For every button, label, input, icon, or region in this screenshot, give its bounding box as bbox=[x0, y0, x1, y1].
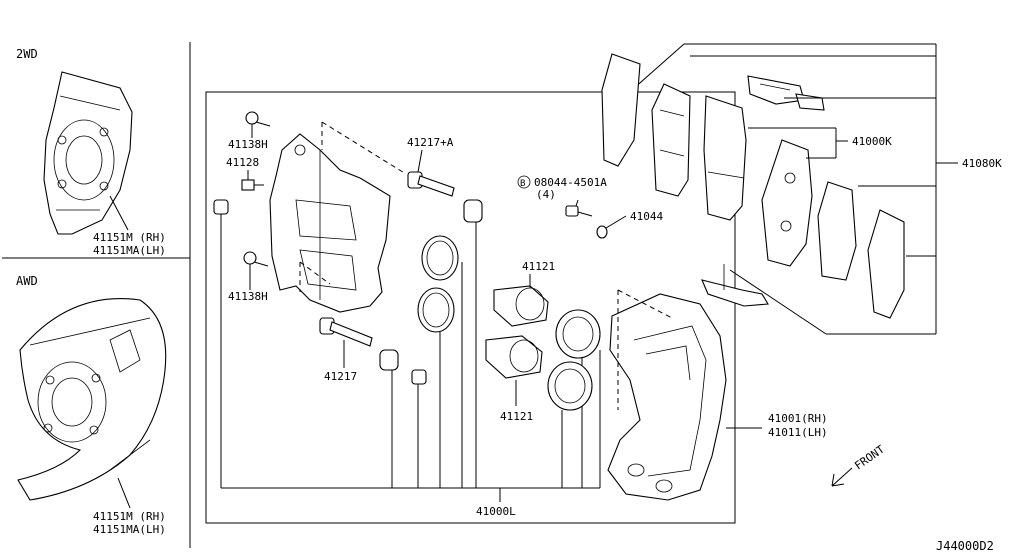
front-arrow-icon bbox=[831, 467, 853, 487]
leader-pin-a bbox=[417, 149, 423, 173]
label-piston-bottom: 41121 bbox=[500, 410, 533, 423]
piston-41121-top[interactable] bbox=[493, 285, 549, 327]
dust-shield-2wd[interactable] bbox=[43, 71, 133, 235]
dust-shield-awd[interactable] bbox=[17, 298, 167, 501]
label-bleeder: 41128 bbox=[226, 156, 259, 169]
label-awd-shield-rh: 41151M (RH) bbox=[93, 510, 166, 523]
layout-frames bbox=[2, 42, 736, 548]
section-label-2wd: 2WD bbox=[16, 47, 38, 61]
bracket-guide-dash-2 bbox=[299, 261, 331, 292]
diagram-code: J44000D2 bbox=[936, 539, 994, 553]
caliper-bracket[interactable] bbox=[269, 133, 391, 313]
guide-pin-41217-a[interactable] bbox=[407, 171, 455, 197]
pad-outer[interactable] bbox=[761, 139, 813, 267]
label-pad-set: 41000K bbox=[852, 135, 892, 148]
spec-bolt-marker: B bbox=[517, 175, 531, 189]
leader-2wd-shield bbox=[109, 195, 129, 231]
shim-outer-2[interactable] bbox=[867, 209, 905, 319]
caliper-body[interactable] bbox=[607, 293, 727, 501]
dust-boot-upper[interactable] bbox=[555, 309, 601, 359]
pad-inner[interactable] bbox=[703, 95, 747, 221]
kit-frame-top bbox=[631, 43, 685, 91]
label-bolt-spec: 08044-4501A bbox=[534, 176, 607, 189]
label-piston-top: 41121 bbox=[522, 260, 555, 273]
leader-bolt-spec bbox=[575, 199, 579, 207]
cap-part[interactable] bbox=[213, 199, 229, 215]
label-bolt-qty: (4) bbox=[536, 188, 556, 201]
label-awd-shield-lh: 41151MA(LH) bbox=[93, 523, 166, 536]
label-caliper-assy: 41000L bbox=[476, 505, 516, 518]
washer-41044[interactable] bbox=[596, 225, 608, 239]
shim-outer-1[interactable] bbox=[601, 53, 641, 167]
label-pin-a: 41217+A bbox=[407, 136, 454, 149]
label-pin: 41217 bbox=[324, 370, 357, 383]
section-label-awd: AWD bbox=[16, 274, 38, 288]
label-caliper-lh: 41011(LH) bbox=[768, 426, 828, 439]
label-bolt-lower: 41138H bbox=[228, 290, 268, 303]
boot-lower[interactable] bbox=[379, 349, 399, 371]
piston-seal-upper[interactable] bbox=[421, 235, 459, 281]
caliper-guide-dash bbox=[617, 289, 673, 410]
boot-top[interactable] bbox=[463, 199, 483, 223]
kit-frame-diag bbox=[729, 269, 827, 335]
pad-clip-top[interactable] bbox=[747, 75, 805, 105]
label-pad-kit: 41080K bbox=[962, 157, 1002, 170]
pad-spring-top[interactable] bbox=[795, 93, 825, 111]
guide-pin-41217[interactable] bbox=[319, 317, 373, 347]
leader-awd-shield bbox=[117, 477, 131, 509]
label-bolt-top: 41138H bbox=[228, 138, 268, 151]
sleeve[interactable] bbox=[411, 369, 427, 385]
shim-inner-1[interactable] bbox=[651, 83, 691, 197]
label-caliper-rh: 41001(RH) bbox=[768, 412, 828, 425]
dust-boot-lower[interactable] bbox=[547, 361, 593, 411]
bleeder-41128[interactable] bbox=[241, 179, 264, 191]
bolt-spec-marker-letter: B bbox=[520, 179, 525, 189]
label-washer: 41044 bbox=[630, 210, 663, 223]
spec-bolt[interactable] bbox=[565, 205, 593, 217]
pad-clip-bottom[interactable] bbox=[701, 264, 769, 307]
piston-seal-lower[interactable] bbox=[417, 287, 455, 333]
label-front: FRONT bbox=[852, 443, 887, 473]
bolt-41138h-lower[interactable] bbox=[243, 251, 269, 267]
label-2wd-shield-rh: 41151M (RH) bbox=[93, 231, 166, 244]
label-2wd-shield-lh: 41151MA(LH) bbox=[93, 244, 166, 257]
bracket-guide-dash-1 bbox=[321, 121, 407, 175]
shim-inner-2[interactable] bbox=[817, 181, 857, 281]
leader-washer bbox=[605, 215, 627, 229]
piston-41121-bottom[interactable] bbox=[485, 335, 543, 379]
bolt-41138h-top[interactable] bbox=[245, 111, 271, 127]
